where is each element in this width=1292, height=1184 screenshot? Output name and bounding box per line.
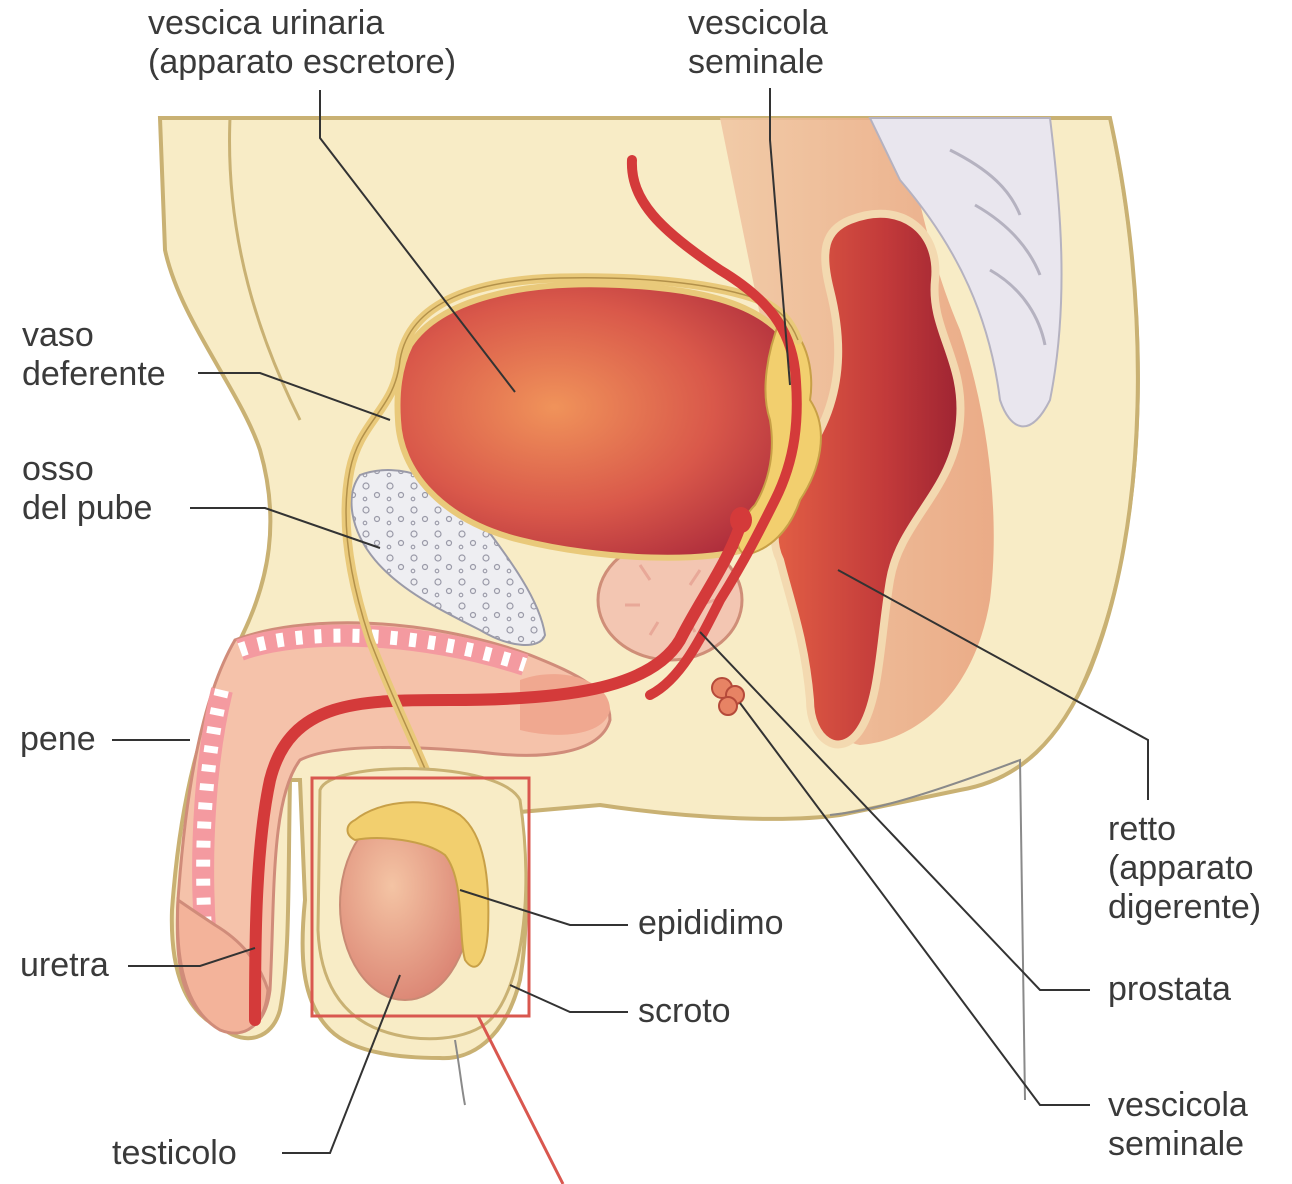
zoom-pointer-line bbox=[478, 1016, 563, 1184]
label-bladder: vescica urinaria (apparato escretore) bbox=[148, 4, 456, 82]
label-urethra: uretra bbox=[20, 946, 109, 985]
label-penis: pene bbox=[20, 720, 96, 759]
label-testicle: testicolo bbox=[112, 1134, 237, 1173]
label-epididymis: epididimo bbox=[638, 904, 784, 943]
label-vas-deferens: vaso deferente bbox=[22, 316, 166, 394]
label-seminal-vesicle-top: vescicola seminale bbox=[688, 4, 828, 82]
label-prostate: prostata bbox=[1108, 970, 1231, 1009]
label-scrotum: scroto bbox=[638, 992, 731, 1031]
label-seminal-vesicle-bottom: vescicola seminale bbox=[1108, 1086, 1248, 1164]
label-rectum: retto (apparato digerente) bbox=[1108, 810, 1261, 927]
label-pubic-bone: osso del pube bbox=[22, 450, 152, 528]
